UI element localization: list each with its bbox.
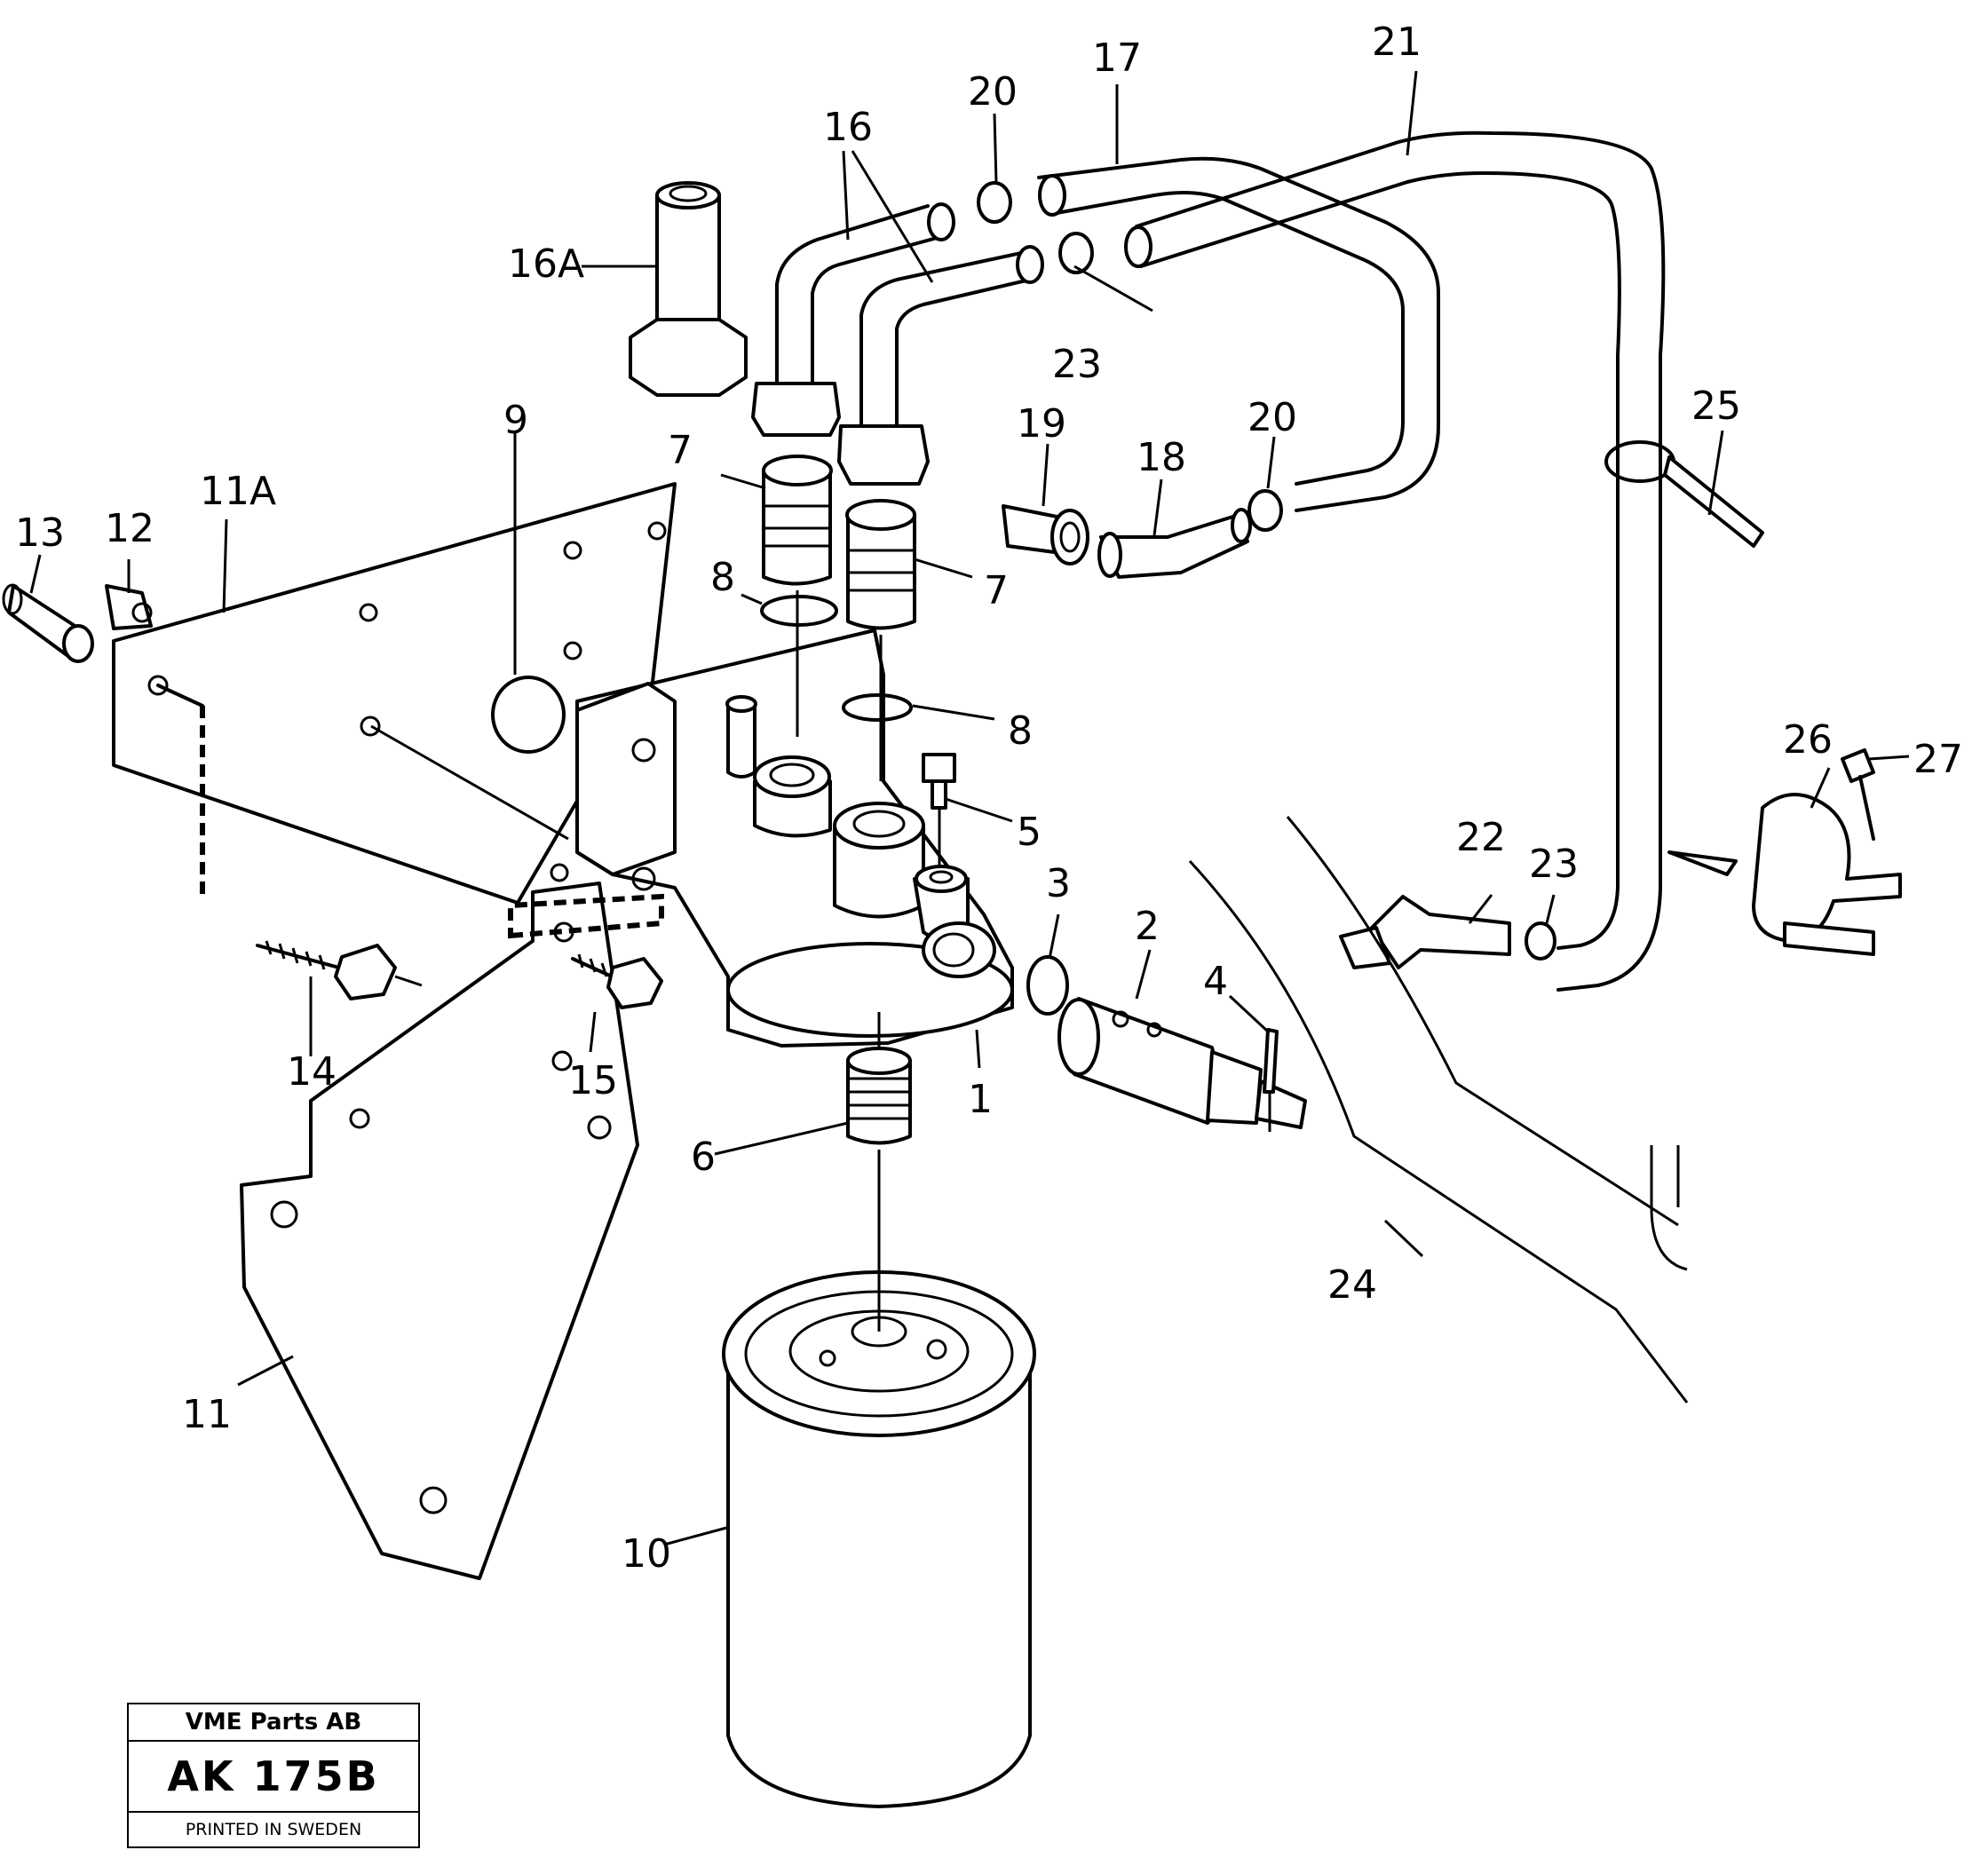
- callout-7-left: 7: [668, 428, 693, 473]
- screw-5: [922, 753, 956, 866]
- callout-9: 9: [503, 398, 528, 443]
- nipples-7: [762, 455, 916, 781]
- callout-7-right: 7: [984, 568, 1009, 613]
- nipple-6: [846, 1012, 912, 1332]
- callout-8-left: 8: [710, 555, 735, 600]
- callout-22: 22: [1456, 815, 1506, 860]
- screw-27: [1841, 748, 1875, 841]
- title-block: VME Parts AB AK 175B PRINTED IN SWEDEN: [127, 1703, 420, 1848]
- bolt-15: [571, 953, 663, 1009]
- oil-filter-10: [722, 1270, 1036, 1808]
- elbow-18: [1097, 508, 1252, 579]
- callout-17: 17: [1092, 36, 1142, 81]
- nipple-22: [1339, 895, 1511, 969]
- callout-16: 16: [823, 105, 873, 150]
- callout-16a: 16A: [508, 241, 584, 287]
- leader-lines: [29, 70, 1910, 1546]
- bolt-14: [256, 940, 423, 1000]
- nipple-16a: [629, 181, 748, 397]
- callout-19: 19: [1017, 401, 1066, 447]
- spacer-13: [2, 583, 94, 663]
- callout-27: 27: [1913, 737, 1963, 782]
- pipes-16: [751, 202, 1044, 486]
- filter-head-1: [575, 629, 1014, 1048]
- o-ring-8-lower: [842, 693, 913, 722]
- callout-4: 4: [1203, 959, 1228, 1004]
- callout-23-top: 23: [1052, 342, 1102, 387]
- callout-18: 18: [1137, 435, 1186, 480]
- callout-3: 3: [1046, 861, 1071, 906]
- nut-12: [105, 584, 153, 630]
- o-ring-3: [1026, 955, 1069, 1016]
- fitting-19: [1002, 504, 1089, 565]
- callout-11: 11: [182, 1392, 232, 1437]
- callout-26: 26: [1783, 717, 1833, 763]
- hose-clamps: [977, 181, 1556, 961]
- engine-outline-24: [1188, 816, 1689, 1403]
- callout-labels: 1 2 3 4 5 6 7 7 8 8 9 10 11 11A 12 13 14…: [15, 20, 1963, 1577]
- callout-14: 14: [287, 1049, 337, 1095]
- callout-6: 6: [691, 1135, 716, 1180]
- callout-24: 24: [1327, 1262, 1377, 1308]
- callout-21: 21: [1372, 20, 1422, 65]
- callout-23-right: 23: [1529, 842, 1579, 887]
- valve-2: [1057, 997, 1307, 1129]
- callout-20-top: 20: [968, 69, 1018, 115]
- drawing-code: AK 175B: [129, 1742, 418, 1813]
- callout-25: 25: [1691, 383, 1741, 429]
- o-ring-9: [491, 676, 566, 754]
- callout-2: 2: [1135, 904, 1160, 949]
- hose-21: [1124, 130, 1666, 992]
- callout-12: 12: [105, 506, 154, 551]
- company-name: VME Parts AB: [129, 1704, 418, 1742]
- pin-4: [1263, 1028, 1279, 1132]
- o-ring-8-upper: [760, 595, 838, 627]
- callout-13: 13: [15, 510, 65, 556]
- cable-tie-25: [1604, 440, 1764, 548]
- callout-20-mid: 20: [1247, 395, 1297, 440]
- callout-5: 5: [1017, 810, 1042, 855]
- hose-17: [1037, 156, 1440, 512]
- printed-note: PRINTED IN SWEDEN: [185, 1820, 362, 1839]
- callout-8-right: 8: [1008, 708, 1033, 754]
- bracket-11: [240, 882, 664, 1580]
- callout-10: 10: [622, 1531, 671, 1577]
- clip-26: [1752, 793, 1902, 956]
- callout-15: 15: [568, 1058, 618, 1103]
- callout-11a: 11A: [200, 469, 276, 514]
- callout-1: 1: [968, 1077, 993, 1122]
